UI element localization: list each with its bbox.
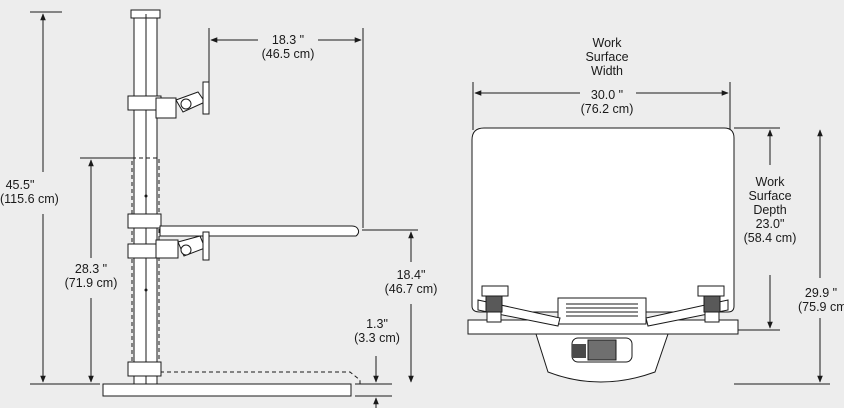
arm-reach-metric: (46.5 cm) [261,47,315,61]
surface-height-label: 18.4" (46.7 cm) [375,268,447,296]
surface-depth-word-3: Depth [753,203,787,217]
surface-width-word-2: Surface [585,50,629,64]
overall-depth-metric: (75.9 cm) [798,300,844,314]
base-thickness-metric: (3.3 cm) [354,331,400,345]
overall-depth-label: 29.9 " (75.9 cm) [798,286,844,314]
overall-depth-imperial: 29.9 " [804,286,838,300]
base-thickness-imperial: 1.3" [366,317,388,331]
top-view-dimension-lines [472,82,830,385]
surface-height-imperial: 18.4" [396,268,426,282]
surface-depth-imperial: 23.0" [755,217,785,231]
surface-depth-word-2: Surface [748,189,792,203]
surface-depth-word-1: Work [755,175,785,189]
side-view-dimension-lines [30,11,418,408]
top-view-surface [467,127,739,383]
overall-height-label: 45.5" (115.6 cm) [0,178,59,206]
side-view-stand [102,9,361,397]
arm-reach-label: 18.3 " (46.5 cm) [252,33,324,61]
overall-height-metric: (115.6 cm) [0,192,59,206]
surface-depth-label: Work Surface Depth 23.0" (58.4 cm) [738,175,802,245]
surface-width-imperial: 30.0 " [590,88,624,102]
overall-height-imperial: 45.5" [5,178,35,192]
base-thickness-label: 1.3" (3.3 cm) [344,317,410,345]
arm-reach-imperial: 18.3 " [271,33,305,47]
surface-width-metric: (76.2 cm) [580,102,634,116]
surface-width-word-1: Work [592,36,622,50]
surface-width-word-3: Width [591,64,623,78]
surface-width-label: Work Surface Width [572,36,642,78]
surface-height-metric: (46.7 cm) [384,282,438,296]
surface-depth-metric: (58.4 cm) [743,231,797,245]
surface-width-value: 30.0 " (76.2 cm) [568,88,646,116]
adjust-height-label: 28.3 " (71.9 cm) [55,262,127,290]
adjust-height-metric: (71.9 cm) [64,276,118,290]
adjust-height-imperial: 28.3 " [74,262,108,276]
